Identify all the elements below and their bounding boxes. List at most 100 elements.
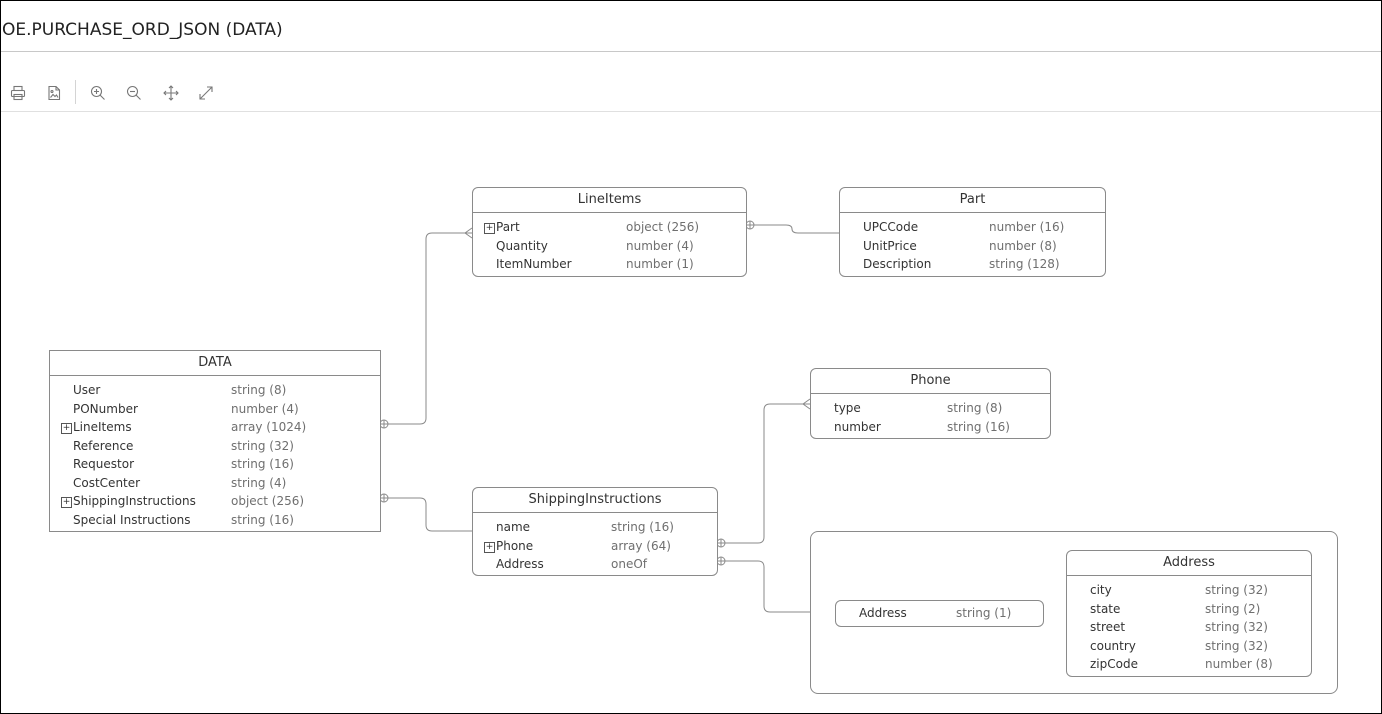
entity-title: Part (840, 188, 1105, 213)
expand-icon[interactable]: + (61, 423, 72, 434)
field-name: ItemNumber (496, 257, 572, 271)
zoom-in-button[interactable] (87, 82, 109, 104)
field-type: string (16) (231, 457, 294, 471)
field-type: string (32) (1205, 638, 1268, 653)
link-shipping-phone (716, 398, 811, 548)
field-type: object (256) (231, 494, 305, 508)
field-type: string (16) (947, 419, 1010, 434)
field-type: number (1) (626, 257, 694, 271)
field-row[interactable]: state string (2) (1067, 600, 1311, 619)
entity-lineitems[interactable]: LineItems +Part object (256) Quantity numb… (472, 187, 747, 277)
expand-icon[interactable]: + (484, 541, 495, 553)
field-type: number (4) (231, 401, 299, 416)
field-type: string (32) (1205, 620, 1268, 634)
field-name: ShippingInstructions (73, 494, 196, 508)
field-type: number (16) (989, 220, 1065, 234)
field-type: string (8) (947, 401, 1003, 415)
field-name: state (1090, 601, 1121, 616)
field-type: object (256) (626, 220, 700, 234)
field-type: string (4) (231, 475, 287, 490)
field-type: string (32) (231, 438, 294, 453)
field-name: Part (496, 220, 520, 234)
field-name: UnitPrice (863, 238, 917, 253)
export-image-icon (48, 85, 61, 101)
field-name: Phone (496, 538, 534, 553)
entity-address-string[interactable]: Address string (1) (835, 600, 1044, 627)
field-type: string (2) (1205, 601, 1261, 616)
field-name: Quantity (496, 238, 548, 253)
link-data-lineitems (379, 227, 473, 429)
zoom-out-button[interactable] (123, 82, 145, 104)
field-type: number (8) (1205, 657, 1273, 671)
entity-title: LineItems (473, 188, 746, 213)
field-row[interactable]: +Phone array (64) (473, 537, 717, 556)
zoom-in-icon (90, 85, 105, 100)
field-name: CostCenter (73, 475, 141, 490)
field-row[interactable]: ItemNumber number (1) (473, 255, 746, 274)
field-row[interactable]: country string (32) (1067, 637, 1311, 656)
field-type: array (1024) (231, 420, 307, 434)
zoom-out-icon (126, 85, 141, 100)
field-row[interactable]: Description string (128) (840, 255, 1105, 274)
field-row[interactable]: Requestor string (16) (50, 455, 380, 474)
title-divider (1, 51, 1381, 52)
field-row[interactable]: zipCode number (8) (1067, 655, 1311, 674)
toolbar-divider (1, 111, 1381, 112)
field-type: string (1) (956, 606, 1012, 620)
field-type: string (128) (989, 257, 1060, 271)
entity-title: Phone (811, 369, 1050, 394)
field-row[interactable]: +Part object (256) (473, 218, 746, 237)
fit-to-screen-icon (199, 86, 213, 100)
expand-icon[interactable]: + (61, 497, 72, 508)
field-name: Description (863, 257, 932, 271)
field-row[interactable]: +ShippingInstructions object (256) (50, 492, 380, 511)
field-name: Address (859, 606, 907, 620)
pan-button[interactable] (160, 82, 182, 104)
print-icon (10, 85, 26, 101)
field-name: LineItems (73, 420, 132, 434)
link-lineitems-part (745, 220, 839, 234)
field-type: string (16) (231, 512, 294, 527)
pan-icon (163, 85, 179, 101)
field-name: UPCCode (863, 220, 919, 234)
diagram-toolbar (0, 52, 1382, 111)
field-name: Requestor (73, 457, 135, 471)
field-name: country (1090, 638, 1136, 653)
entity-title: DATA (50, 351, 380, 376)
expand-icon[interactable]: + (484, 223, 495, 234)
field-type: number (4) (626, 238, 694, 253)
field-row[interactable]: +LineItems array (1024) (50, 418, 380, 437)
field-row[interactable]: UPCCode number (16) (840, 218, 1105, 237)
page-title: OE.PURCHASE_ORD_JSON (DATA) (2, 20, 283, 40)
field-type: string (16) (611, 520, 674, 534)
field-row[interactable]: street string (32) (1067, 618, 1311, 637)
field-name: zipCode (1090, 657, 1138, 671)
fit-to-screen-button[interactable] (195, 82, 217, 104)
field-name: User (73, 383, 101, 397)
field-name: Address (496, 557, 544, 571)
export-image-button[interactable] (43, 82, 65, 104)
print-button[interactable] (7, 82, 29, 104)
entity-title: Address (1067, 551, 1311, 576)
link-shipping-address (716, 556, 810, 613)
field-row[interactable]: CostCenter string (4) (50, 474, 380, 493)
field-row[interactable]: Quantity number (4) (473, 237, 746, 256)
field-type: array (64) (611, 538, 671, 553)
field-name: street (1090, 620, 1126, 634)
